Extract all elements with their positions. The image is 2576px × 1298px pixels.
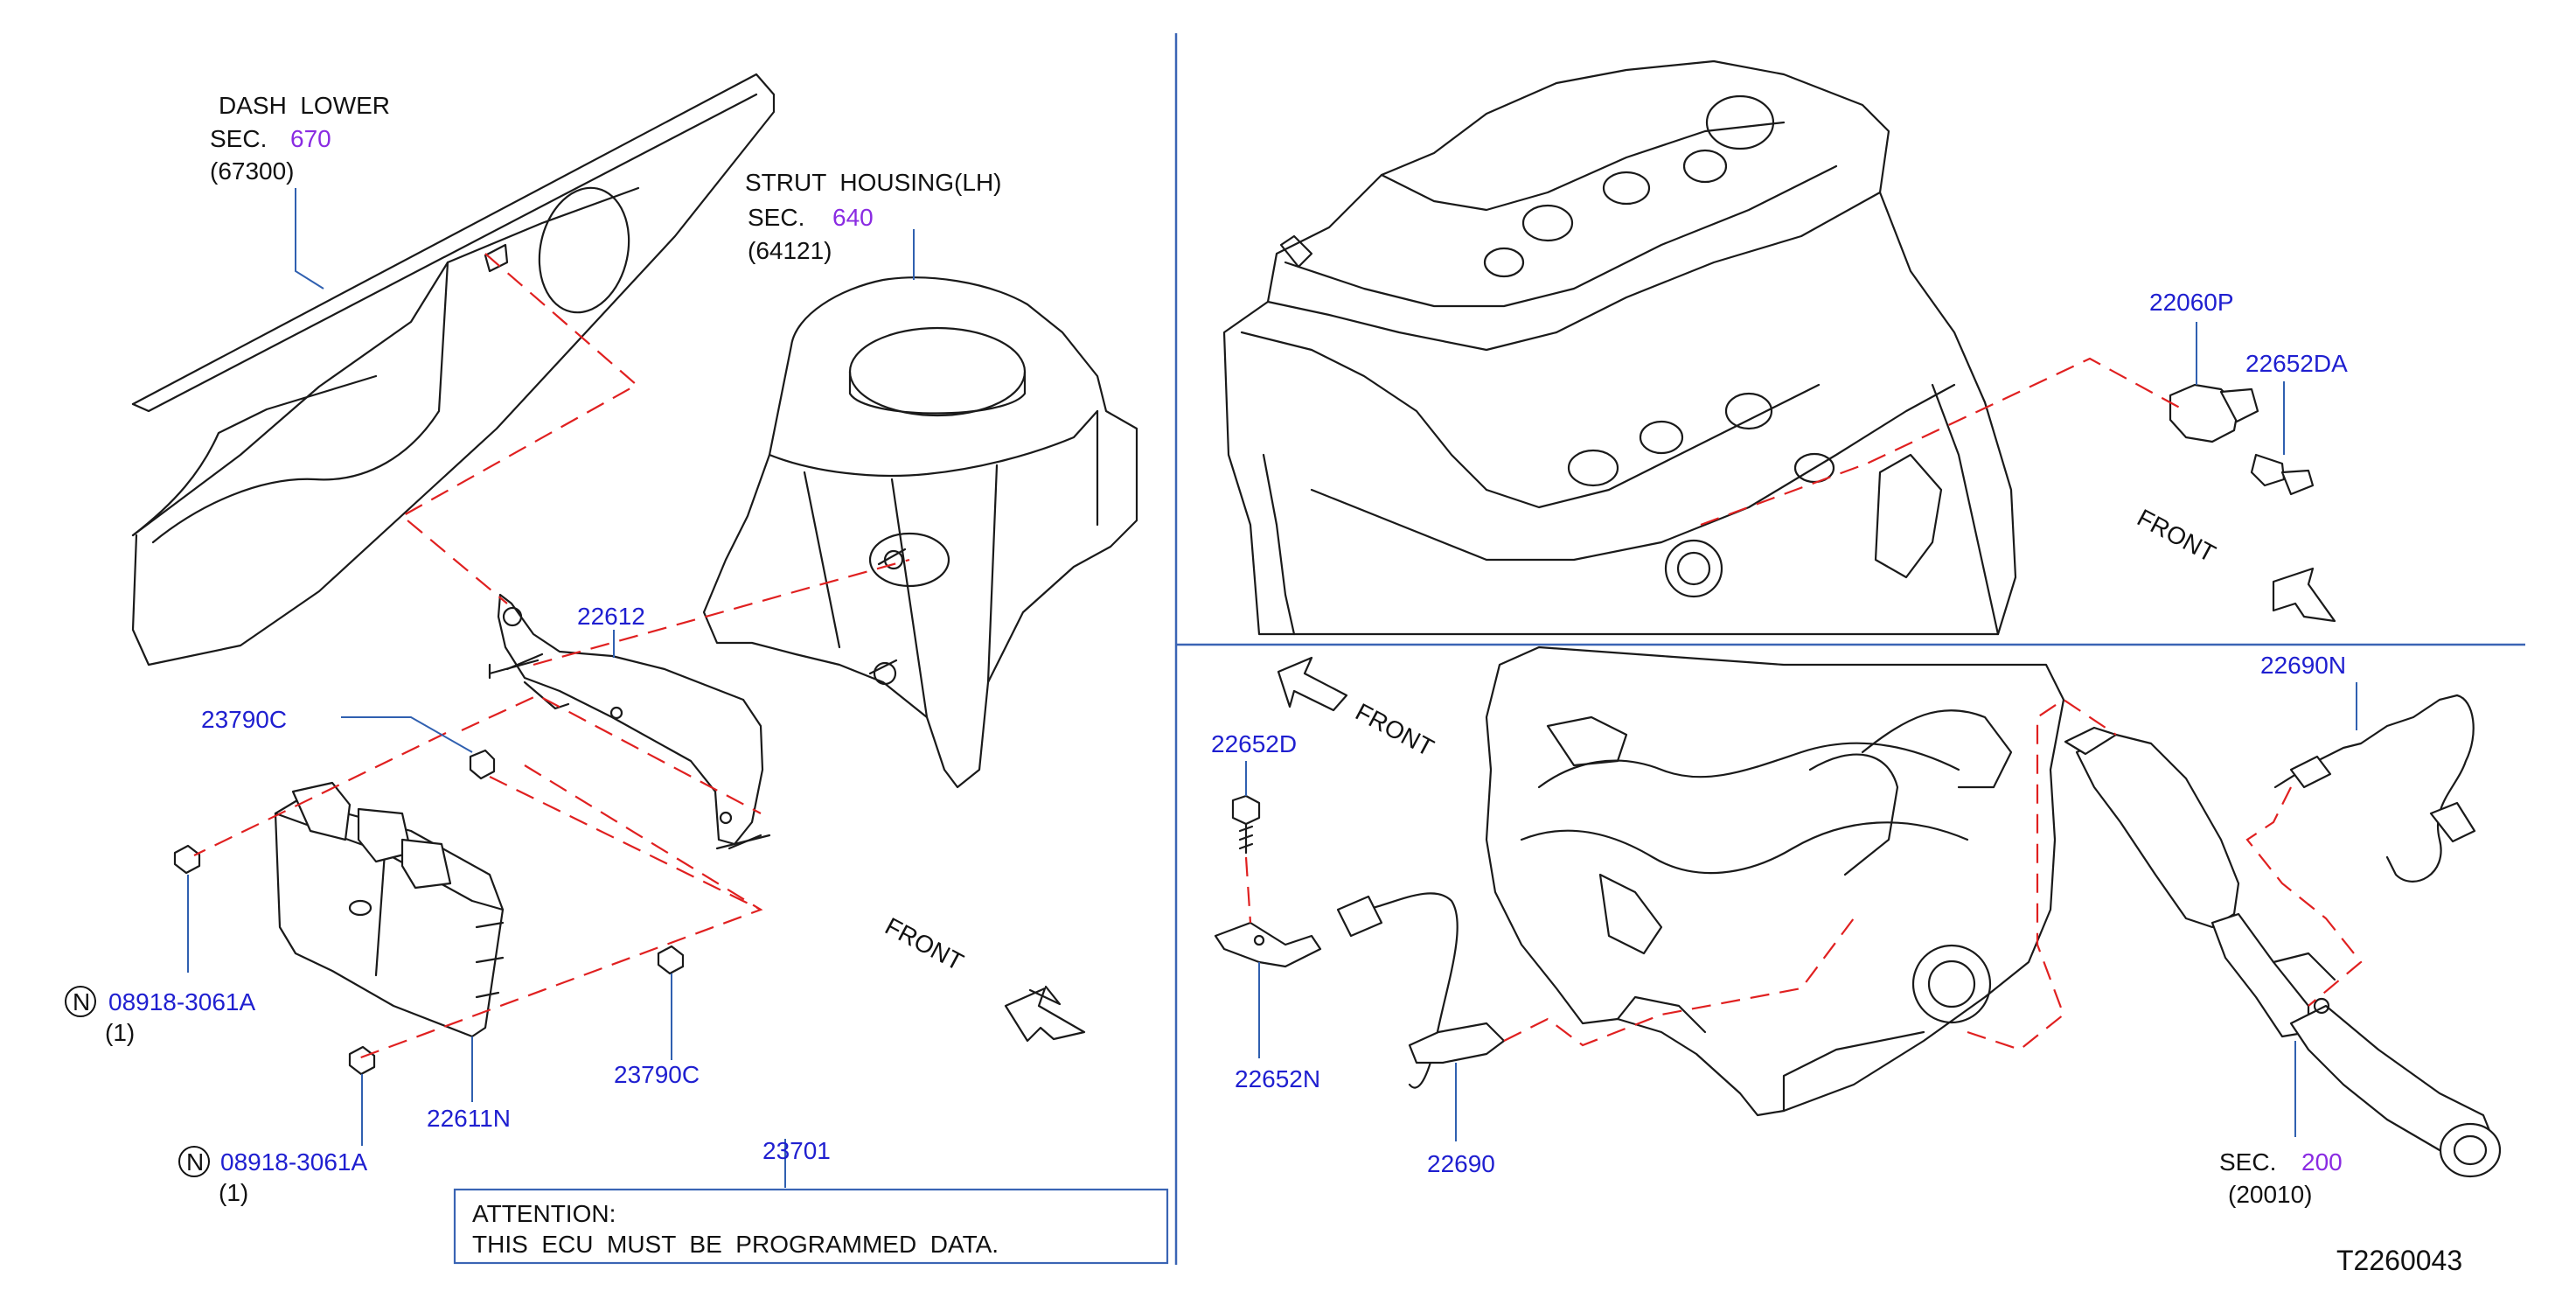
dash-lower-sec-number[interactable]: 670: [290, 125, 331, 152]
catalytic-converter-drawing: [2064, 726, 2502, 1178]
part-label-label[interactable]: 23701: [762, 1137, 831, 1164]
bolt-b-callout[interactable]: N 08918-3061A (1): [178, 1146, 367, 1206]
attention-body: THIS ECU MUST BE PROGRAMMED DATA.: [472, 1231, 999, 1258]
dash-lower-sec-prefix: SEC.: [210, 125, 267, 152]
dash-lower-panel-drawing: [131, 73, 776, 666]
part-label-sensor-front[interactable]: 22690: [1427, 1150, 1495, 1177]
leader-lines-left: [187, 188, 915, 1188]
part-label-nut-upper[interactable]: 23790C: [201, 706, 287, 733]
labels-right-bottom: 22652D 22652N 22690 22690N SEC. 200 (200…: [1211, 652, 2346, 1208]
part-label-bolt-right[interactable]: 22652D: [1211, 730, 1297, 757]
n-symbol-a-letter: N: [73, 988, 90, 1015]
labels-right-top: 22060P 22652DA FRONT: [2133, 289, 2348, 623]
bolt-a-qty: (1): [105, 1019, 135, 1046]
front-arrow-right-bottom: FRONT: [1277, 656, 1438, 762]
leader-lines-right-bottom: [1245, 682, 2357, 1141]
labels-left: DASH LOWER SEC. 670 (67300) STRUT HOUSIN…: [65, 92, 1169, 1265]
part-label-nut-lower[interactable]: 23790C: [614, 1061, 700, 1088]
leader-lines-right-top: [2196, 322, 2285, 455]
catalyst-sec-prefix: SEC.: [2219, 1148, 2276, 1176]
n-symbol-b-letter: N: [186, 1148, 204, 1176]
dash-lower-code: (67300): [210, 157, 295, 185]
catalyst-code: (20010): [2228, 1181, 2313, 1208]
strut-housing-code: (64121): [748, 237, 832, 264]
attention-box: ATTENTION: THIS ECU MUST BE PROGRAMMED D…: [453, 1188, 1169, 1265]
figure-id: T2260043: [2336, 1245, 2462, 1276]
front-arrow-left: FRONT: [881, 912, 1086, 1043]
part-label-bracket-right[interactable]: 22652N: [1235, 1065, 1320, 1092]
front-label-right-top: FRONT: [2133, 504, 2220, 568]
bracket-bolt-drawing: [1214, 794, 1322, 968]
panel-dividers: [1174, 33, 2525, 1265]
attention-heading: ATTENTION:: [472, 1200, 616, 1227]
n-symbol-a: [65, 986, 96, 1017]
part-label-sensor-rear[interactable]: 22690N: [2260, 652, 2346, 679]
part-label-knock-sensor[interactable]: 22060P: [2149, 289, 2234, 316]
catalyst-sec-number[interactable]: 200: [2301, 1148, 2343, 1176]
dashed-lines-left: [193, 253, 910, 1060]
ecu-drawing: [274, 781, 505, 1038]
dashed-lines-right-bottom: [1244, 698, 2363, 1051]
bolt-a-callout[interactable]: N 08918-3061A (1): [65, 986, 255, 1046]
front-arrow-icon-left: [1004, 985, 1086, 1043]
part-label-knock-bolt[interactable]: 22652DA: [2245, 350, 2348, 377]
bolt-b-qty: (1): [219, 1179, 248, 1206]
front-arrow-icon-right-top: [2272, 567, 2336, 623]
knock-sensor-drawing: [1700, 357, 2315, 527]
strut-housing-sec-number[interactable]: 640: [832, 204, 874, 231]
part-label-bracket[interactable]: 22612: [577, 603, 645, 630]
front-arrow-right-top: FRONT: [2133, 504, 2336, 623]
dash-lower-name: DASH LOWER: [219, 92, 390, 119]
front-arrow-icon-right-bottom: [1277, 656, 1348, 712]
o2-sensor-front-drawing: [1336, 892, 1506, 1089]
strut-housing-name: STRUT HOUSING(LH): [745, 169, 1002, 196]
front-label-right-bottom: FRONT: [1351, 698, 1438, 762]
part-label-bolt-b[interactable]: 08918-3061A: [220, 1148, 367, 1176]
n-symbol-b: [178, 1146, 210, 1177]
part-label-bolt-a[interactable]: 08918-3061A: [108, 988, 255, 1015]
attention-frame: [453, 1188, 1169, 1265]
part-label-ecu[interactable]: 22611N: [427, 1105, 511, 1132]
fasteners-left: [173, 548, 907, 1076]
strut-housing-drawing: [702, 276, 1138, 789]
strut-housing-sec-prefix: SEC.: [748, 204, 804, 231]
front-label-left: FRONT: [881, 912, 968, 976]
engine-top-drawing: [1222, 59, 2017, 636]
engine-front-drawing: [1485, 646, 2065, 1117]
o2-sensor-rear-drawing: [2273, 694, 2476, 883]
